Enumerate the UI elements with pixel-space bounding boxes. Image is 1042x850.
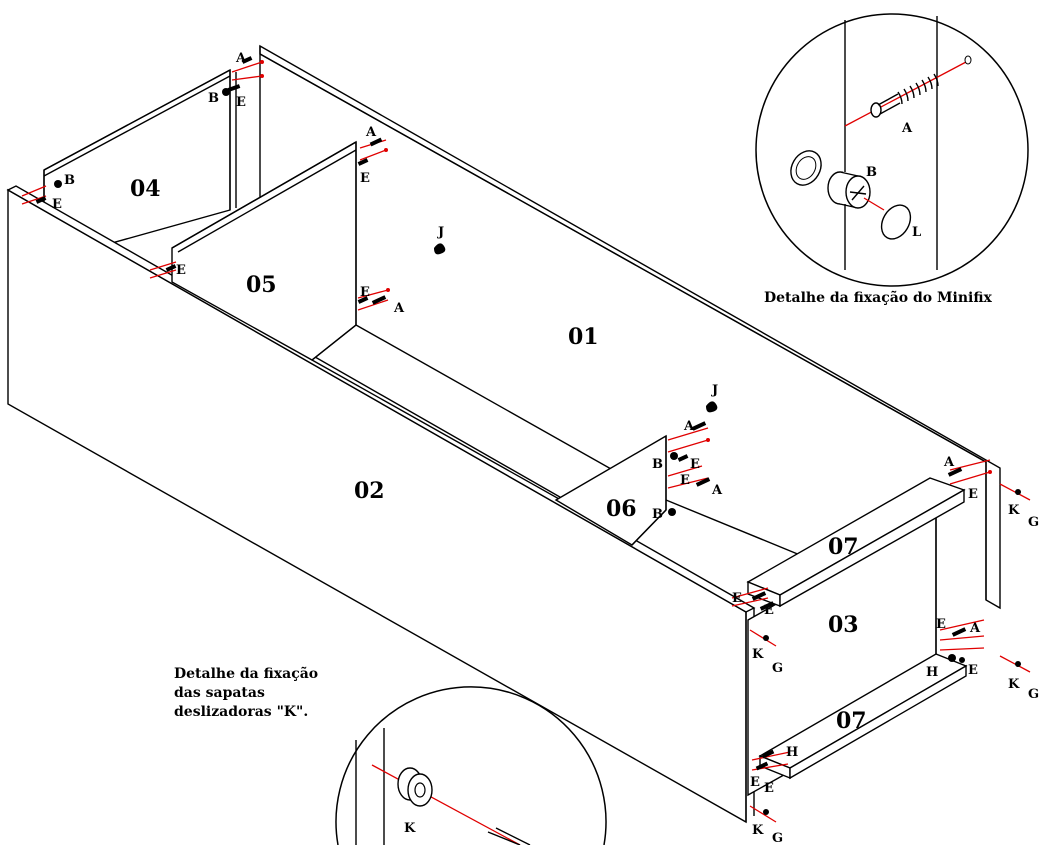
label-A: A	[969, 621, 981, 636]
sapatas-note-line-1: Detalhe da fixação	[174, 665, 318, 682]
sapata-icon	[397, 767, 433, 807]
label-G: G	[1028, 515, 1039, 530]
label-G: G	[1028, 687, 1039, 702]
label-E: E	[690, 457, 700, 472]
minifix-bolt-icon	[870, 73, 939, 118]
panel-06	[554, 434, 667, 546]
label-E: E	[764, 781, 774, 796]
label-E: E	[968, 487, 978, 502]
label-E: E	[52, 197, 62, 212]
sapatas-note-line-3: deslizadoras "K".	[174, 704, 308, 720]
label-A: A	[393, 301, 405, 316]
label-E: E	[764, 603, 774, 618]
label-A: A	[943, 455, 955, 470]
hardware-letters: A B E B E A E E J E A J A B E E A B A E …	[52, 51, 1039, 846]
label-H: H	[786, 745, 798, 760]
floor-edge-line-3	[665, 499, 801, 556]
panel-01	[259, 44, 1001, 610]
minifix-detail	[755, 13, 1029, 287]
label-G: G	[772, 831, 783, 845]
panel-05-label: 05	[246, 272, 277, 298]
label-B: B	[652, 457, 663, 472]
detail-label-B: B	[866, 165, 877, 180]
label-E: E	[176, 263, 186, 278]
label-E: E	[360, 285, 370, 300]
label-J: J	[437, 225, 444, 240]
panel-03-label: 03	[828, 612, 859, 638]
minifix-cam-icon	[827, 171, 871, 209]
label-A: A	[365, 125, 377, 140]
label-E: E	[936, 617, 946, 632]
label-E: E	[968, 663, 978, 678]
label-E: E	[236, 95, 246, 110]
label-K: K	[1008, 677, 1020, 692]
label-A: A	[235, 51, 247, 66]
label-B: B	[652, 507, 663, 522]
label-J: J	[711, 383, 718, 398]
label-A: A	[711, 483, 723, 498]
hardware-group	[21, 56, 1031, 823]
label-K: K	[752, 647, 764, 662]
detail-label-A: A	[901, 121, 913, 136]
detail-label-K: K	[404, 821, 416, 836]
label-E: E	[732, 591, 742, 606]
label-E: E	[750, 775, 760, 790]
label-A: A	[683, 419, 695, 434]
label-E: E	[360, 171, 370, 186]
panel-07-bottom	[758, 653, 968, 780]
panel-01-label: 01	[568, 324, 599, 350]
label-B: B	[64, 173, 75, 188]
detail-label-L: L	[912, 225, 921, 240]
panel-02-label: 02	[354, 478, 385, 504]
panel-07-bottom-label: 07	[836, 708, 867, 734]
panel-06-label: 06	[606, 496, 637, 522]
sapatas-note-line-2: das sapatas	[174, 685, 265, 701]
label-K: K	[752, 823, 764, 838]
panel-05	[171, 140, 357, 361]
label-K: K	[1008, 503, 1020, 518]
panel-04-label: 04	[130, 176, 161, 202]
sapata-detail	[335, 686, 607, 846]
label-H: H	[926, 665, 938, 680]
panel-07-top-label: 07	[828, 534, 859, 560]
minifix-caption: Detalhe da fixação do Minifix	[764, 289, 992, 306]
label-B: B	[208, 91, 219, 106]
label-E: E	[680, 473, 690, 488]
label-G: G	[772, 661, 783, 676]
